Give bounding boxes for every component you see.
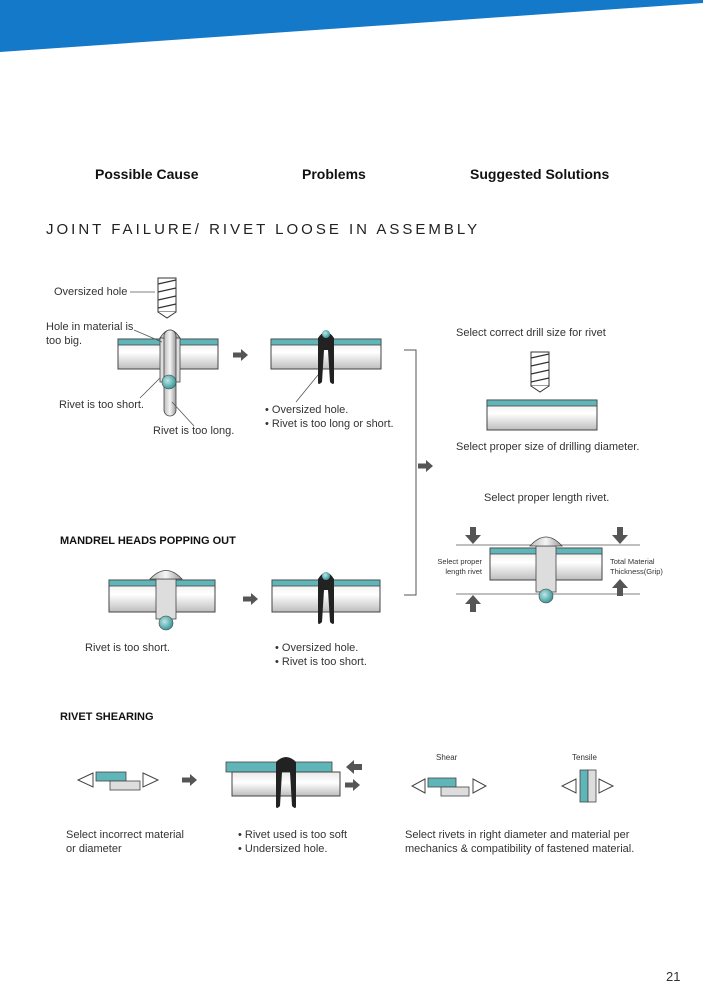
label-shear: Shear <box>436 753 458 762</box>
subheading-shearing: RIVET SHEARING <box>60 711 154 723</box>
label-grip-thickness: Total Material Thickness(Grip) <box>610 557 663 576</box>
label-shearing-cause: Select incorrect material or diameter <box>66 829 184 855</box>
section-title: JOINT FAILURE/ RIVET LOOSE IN ASSEMBLY <box>46 221 481 238</box>
solution-drill-size: Select correct drill size for rivet <box>456 327 606 339</box>
arrow-icon <box>418 460 433 472</box>
subheading-mandrel: MANDREL HEADS POPPING OUT <box>60 535 236 547</box>
arrow-icon <box>182 774 197 786</box>
top-banner <box>0 0 703 52</box>
header-problems: Problems <box>302 166 366 182</box>
drill-icon <box>157 277 177 319</box>
header-possible-cause: Possible Cause <box>95 166 199 182</box>
header-suggested-solutions: Suggested Solutions <box>470 166 610 182</box>
solution-shearing: Select rivets in right diameter and mate… <box>405 829 635 855</box>
problem-list-joint: • Oversized hole. • Rivet is too long or… <box>265 404 394 430</box>
label-rivet-too-short: Rivet is too short. <box>59 399 144 411</box>
arrow-icon <box>243 593 258 605</box>
label-oversized-hole: Oversized hole <box>54 286 128 298</box>
label-hole-too-big: Hole in material is too big. <box>46 321 134 347</box>
problem-list-mandrel: • Oversized hole. • Rivet is too short. <box>275 642 367 668</box>
label-mandrel-cause: Rivet is too short. <box>85 642 170 654</box>
problem-list-shearing: • Rivet used is too soft • Undersized ho… <box>238 829 348 855</box>
drill-icon <box>530 351 550 393</box>
solution-length-rivet: Select proper length rivet. <box>484 492 610 504</box>
solution-drilling-diameter: Select proper size of drilling diameter. <box>456 441 640 453</box>
label-tensile: Tensile <box>572 753 597 762</box>
page-number: 21 <box>666 969 681 984</box>
arrow-icon <box>233 349 248 361</box>
label-rivet-too-long: Rivet is too long. <box>153 425 235 437</box>
label-select-proper: Select proper length rivet <box>437 557 482 576</box>
